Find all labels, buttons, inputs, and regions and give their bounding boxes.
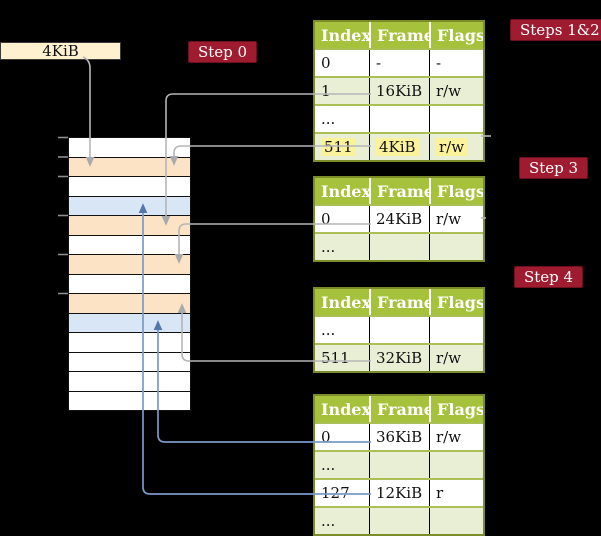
memory-frame-row-page-table <box>69 255 190 275</box>
table-header-row: Index Frame Flags <box>315 22 483 48</box>
table-row: 0 - - <box>315 48 483 76</box>
column-header: Index <box>321 292 369 312</box>
memory-frame-row-page-table <box>69 157 190 177</box>
column-header: Flags <box>429 22 483 48</box>
cell-value: 1 <box>321 82 331 100</box>
memory-frame-row <box>69 372 190 392</box>
column-header: Index <box>321 25 369 45</box>
memory-frame-row <box>69 352 190 372</box>
column-header: Flags <box>429 396 483 422</box>
table-row: ... <box>315 104 483 132</box>
table-row: ... <box>315 232 483 260</box>
table-row: 511 32KiB r/w <box>315 343 483 371</box>
badge-step-0: Step 0 <box>188 41 258 63</box>
table-row: ... <box>315 315 483 343</box>
memory-frame-row <box>69 235 190 255</box>
cell-value: ... <box>321 512 336 530</box>
page-table-level2: Index Frame Flags ... 511 32KiB r/w <box>313 287 485 373</box>
cell-value: 0 <box>321 210 331 228</box>
cell-value: r/w <box>436 349 462 367</box>
cell-value: 12KiB <box>376 484 423 502</box>
table-row: ... <box>315 506 483 534</box>
cell-value-highlighted: 4KiB <box>376 138 419 156</box>
memory-frame-row <box>69 138 190 158</box>
column-header: Frame <box>369 22 429 48</box>
memory-frame-row-page-table <box>69 216 190 236</box>
table-row-highlighted: 511 4KiB r/w <box>315 132 483 160</box>
table-row: 0 36KiB r/w <box>315 422 483 450</box>
table-row: 127 12KiB r <box>315 478 483 506</box>
cell-value: 16KiB <box>376 82 423 100</box>
badge-steps-1-2: Steps 1&2 <box>510 19 601 41</box>
memory-frame-row <box>69 177 190 197</box>
table-row: 0 24KiB r/w <box>315 204 483 232</box>
table-header-row: Index Frame Flags <box>315 289 483 315</box>
column-header: Frame <box>369 289 429 315</box>
cell-value: ... <box>321 321 336 339</box>
column-header: Flags <box>429 178 483 204</box>
badge-step-3: Step 3 <box>519 157 589 179</box>
physical-memory-column <box>68 137 191 411</box>
column-header: Index <box>321 181 369 201</box>
cell-value: - <box>376 54 382 72</box>
page-table-level4: Index Frame Flags 0 - - 1 16KiB r/w ... … <box>313 20 485 162</box>
cell-value: 511 <box>321 349 350 367</box>
cell-value: ... <box>321 110 336 128</box>
cell-value: 127 <box>321 484 350 502</box>
cell-value: ... <box>321 238 336 256</box>
cell-value: 0 <box>321 54 331 72</box>
memory-ticks <box>58 136 68 295</box>
page-table-level1: Index Frame Flags 0 36KiB r/w ... 127 12… <box>313 394 485 536</box>
cell-value: ... <box>321 456 336 474</box>
cell-value: r/w <box>436 428 462 446</box>
cell-value: 24KiB <box>376 210 423 228</box>
cell-value: r/w <box>436 210 462 228</box>
memory-frame-row <box>69 274 190 294</box>
cell-value: 32KiB <box>376 349 423 367</box>
table-row: ... <box>315 450 483 478</box>
cr3-frame-label: 4KiB <box>42 42 79 60</box>
column-header: Index <box>321 399 369 419</box>
table-row: 1 16KiB r/w <box>315 76 483 104</box>
table-header-row: Index Frame Flags <box>315 178 483 204</box>
badge-step-4: Step 4 <box>514 266 584 288</box>
table-header-row: Index Frame Flags <box>315 396 483 422</box>
cr3-frame-box: 4KiB <box>0 42 121 60</box>
column-header: Flags <box>429 289 483 315</box>
memory-frame-row-page-table <box>69 294 190 314</box>
cell-value-highlighted: r/w <box>436 138 468 156</box>
cell-value: r/w <box>436 82 462 100</box>
memory-frame-row-page <box>69 196 190 216</box>
memory-frame-row <box>69 391 190 410</box>
cell-value: 0 <box>321 428 331 446</box>
memory-frame-row <box>69 333 190 353</box>
cell-value: r <box>436 484 444 502</box>
cell-value-highlighted: 511 <box>321 138 356 156</box>
memory-frame-row-page <box>69 313 190 333</box>
cell-value: - <box>436 54 442 72</box>
column-header: Frame <box>369 396 429 422</box>
column-header: Frame <box>369 178 429 204</box>
page-table-level3: Index Frame Flags 0 24KiB r/w ... <box>313 176 485 262</box>
cell-value: 36KiB <box>376 428 423 446</box>
